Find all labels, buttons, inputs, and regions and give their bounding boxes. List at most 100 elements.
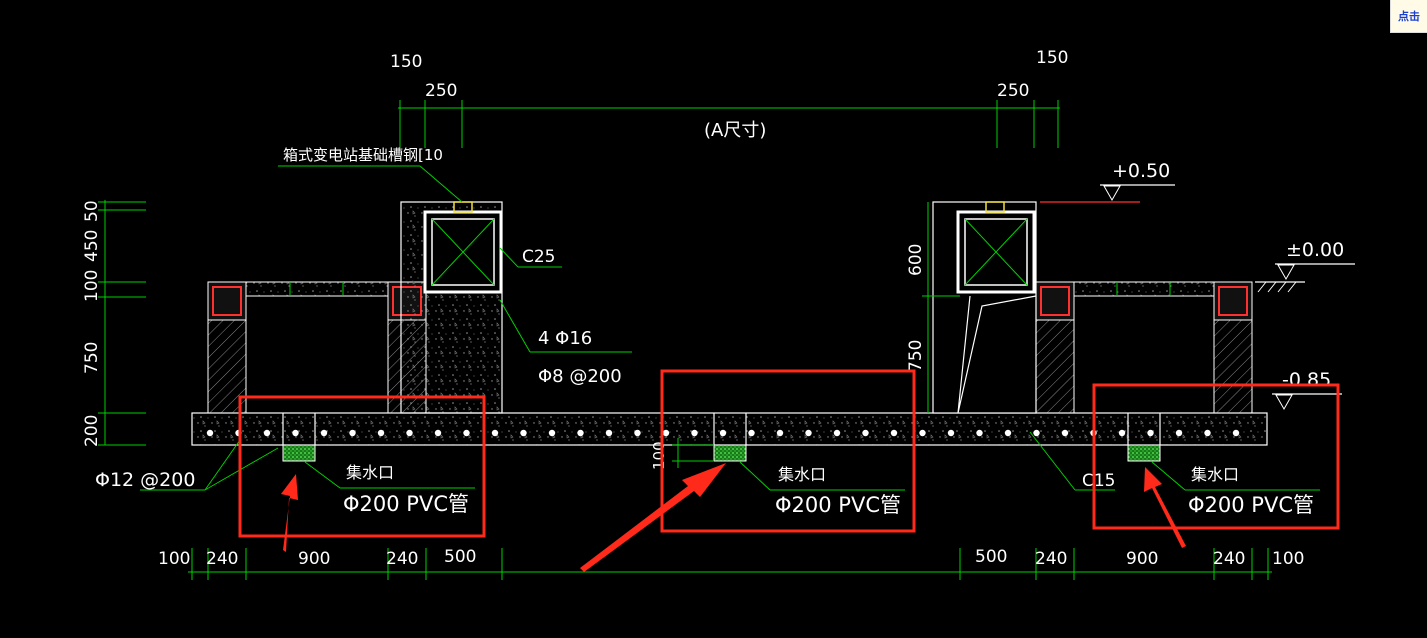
stirrup-label: Φ8 @200 bbox=[538, 366, 622, 387]
top-dimension-group: 150 250 (A尺寸) 250 150 bbox=[390, 48, 1068, 148]
right-inner-ring-beam bbox=[1035, 281, 1075, 321]
left-outer-beam-rebar bbox=[212, 286, 242, 316]
top-dim-right-250: 250 bbox=[997, 81, 1029, 101]
sump-left: 集水口 Φ200 PVC管 bbox=[282, 413, 475, 516]
annotation-group: 箱式变电站基础槽钢[10 C25 4 Φ16 Φ8 @200 Φ12 @200 … bbox=[95, 146, 1355, 491]
right-inner-wall bbox=[1035, 319, 1075, 414]
sump-right-label: 集水口 bbox=[1191, 465, 1239, 484]
sump-right: 集水口 Φ200 PVC管 bbox=[1127, 413, 1320, 517]
elevation-marker bbox=[1275, 394, 1293, 411]
bottom-dim-label: 240 bbox=[206, 549, 238, 569]
slab-rebar-dot bbox=[919, 429, 926, 437]
bottom-dim-label: 500 bbox=[444, 547, 476, 567]
elevation-bottom-label: -0.85 bbox=[1282, 369, 1331, 391]
slab-rebar-dot bbox=[691, 429, 698, 437]
slab-rebar-dot bbox=[434, 429, 442, 437]
sump-left-pit bbox=[282, 444, 316, 462]
leader bbox=[499, 247, 519, 268]
slab-rebar-dot bbox=[1175, 429, 1183, 437]
left-dim-450: 450 bbox=[82, 230, 102, 262]
leader bbox=[1029, 431, 1076, 491]
beam-cross bbox=[431, 218, 495, 286]
left-dim-100: 100 bbox=[82, 270, 102, 302]
base-slab bbox=[191, 412, 1268, 446]
slab-rebar-dot bbox=[862, 429, 869, 437]
highlight-box-left bbox=[238, 395, 486, 538]
right-channel-steel bbox=[985, 201, 1005, 213]
left-pier bbox=[400, 201, 503, 414]
c25-label: C25 bbox=[522, 247, 556, 267]
right-outer-wall bbox=[1213, 319, 1253, 414]
highlight-box-right bbox=[1092, 383, 1340, 530]
corner-link[interactable]: 点击 bbox=[1390, 0, 1427, 33]
slab-rebar-dot bbox=[634, 429, 641, 437]
right-pier-section-line bbox=[957, 295, 1037, 414]
base-slab-body bbox=[191, 412, 1268, 446]
slab-rebar-dot bbox=[491, 429, 499, 437]
slab-rebar-dot bbox=[833, 429, 841, 437]
slab-rebar-dot bbox=[748, 429, 755, 437]
slab-rebar-dot bbox=[947, 429, 955, 437]
left-wall-group bbox=[207, 281, 427, 414]
left-dim-750: 750 bbox=[82, 342, 102, 374]
sump-right-pit bbox=[1127, 444, 1161, 462]
elevation-top-label: +0.50 bbox=[1112, 160, 1170, 182]
right-outer-ring-beam bbox=[1213, 281, 1253, 321]
slab-rebar-dot bbox=[976, 429, 983, 437]
slab-rebar-dots bbox=[206, 429, 1240, 437]
arrow-right bbox=[1144, 467, 1186, 548]
left-beam-stirrup bbox=[431, 218, 495, 286]
right-beam-stirrup bbox=[964, 218, 1028, 286]
top-dim-left-250: 250 bbox=[425, 81, 457, 101]
top-dim-center: (A尺寸) bbox=[704, 120, 766, 141]
slab-rebar-dot bbox=[463, 429, 470, 437]
sump-middle-pit bbox=[713, 444, 747, 462]
slab-rebar-dot bbox=[805, 429, 812, 437]
slab-rebar-label: Φ12 @200 bbox=[95, 469, 195, 491]
slab-rebar-dot bbox=[1232, 429, 1240, 437]
slab-rebar-dot bbox=[1033, 429, 1040, 437]
beam-cross bbox=[964, 218, 1028, 286]
slab-rebar-dot bbox=[1004, 429, 1012, 437]
bottom-dim-label: 240 bbox=[1213, 549, 1245, 569]
pvc-right-label: Φ200 PVC管 bbox=[1188, 493, 1314, 517]
highlight-box-middle bbox=[660, 369, 916, 533]
left-outer-ring-beam bbox=[207, 281, 247, 321]
channel-steel-label: 箱式变电站基础槽钢[10 bbox=[283, 146, 443, 164]
pvc-left-label: Φ200 PVC管 bbox=[343, 492, 469, 516]
right-dim-750: 750 bbox=[906, 340, 926, 372]
top-dim-right-150: 150 bbox=[1036, 48, 1068, 68]
elevation-marker bbox=[1277, 264, 1295, 281]
slab-rebar-dot bbox=[1147, 429, 1154, 437]
left-channel-steel bbox=[453, 201, 473, 213]
right-pier: 600 750 bbox=[906, 201, 1037, 414]
top-dim-left-150: 150 bbox=[390, 52, 422, 72]
bottom-dim-label: 240 bbox=[386, 549, 418, 569]
rebar-4phi16-label: 4 Φ16 bbox=[538, 328, 592, 349]
right-outer-beam-rebar bbox=[1218, 286, 1248, 316]
slab-rebar-dot bbox=[292, 429, 299, 437]
ground-hatch bbox=[1257, 281, 1297, 293]
left-cover-slab bbox=[245, 281, 389, 297]
leader bbox=[739, 461, 771, 491]
arrow-left bbox=[281, 474, 298, 552]
slab-rebar-dot bbox=[406, 429, 413, 437]
slab-rebar-dot bbox=[377, 429, 385, 437]
pvc-middle-label: Φ200 PVC管 bbox=[775, 493, 901, 517]
bottom-dim-label: 240 bbox=[1035, 549, 1067, 569]
slab-rebar-dot bbox=[1118, 429, 1126, 437]
right-dim-600: 600 bbox=[906, 244, 926, 276]
left-dim-200: 200 bbox=[82, 415, 102, 447]
slab-rebar-dot bbox=[1061, 429, 1069, 437]
slab-rebar-dot bbox=[206, 429, 214, 437]
slab-rebar-dot bbox=[263, 429, 271, 437]
leader bbox=[204, 439, 241, 491]
bottom-dim-label: 500 bbox=[975, 547, 1007, 567]
sump-middle: 100 集水口 Φ200 PVC管 bbox=[650, 413, 905, 517]
leader bbox=[419, 165, 463, 203]
slab-rebar-dot bbox=[719, 429, 727, 437]
left-dim-50: 50 bbox=[82, 200, 102, 222]
